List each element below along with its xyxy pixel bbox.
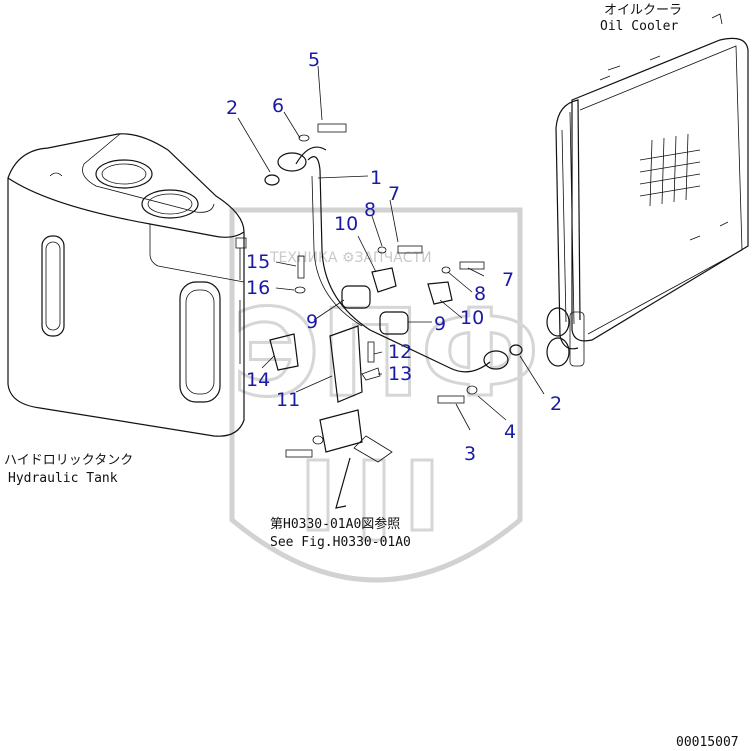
bolt	[317, 123, 347, 133]
oil-cooler-caption-en: Oil Cooler	[600, 19, 678, 34]
see-figure-caption-en: See Fig.H0330-01A0	[270, 535, 411, 550]
bolt-12	[367, 341, 375, 363]
captions: オイルクーラ Oil Cooler ハイドロリックタンク Hydraulic T…	[4, 3, 739, 750]
reference-clamp	[319, 409, 363, 453]
washer-4	[466, 385, 478, 395]
part-label-7: 7	[502, 269, 514, 291]
hose-flange	[277, 152, 307, 172]
part-label-8: 8	[474, 283, 486, 305]
oil-cooler-caption-jp: オイルクーラ	[604, 3, 682, 18]
part-label-2: 2	[226, 97, 238, 119]
hydraulic-tank-caption-jp: ハイドロリックタンク	[4, 453, 133, 468]
hydraulic-tank-caption-en: Hydraulic Tank	[8, 471, 118, 486]
washer-8	[377, 246, 387, 254]
bracket-14	[269, 333, 299, 371]
spacer-10	[427, 281, 453, 305]
part-label-15: 15	[246, 251, 270, 273]
watermark: ТЕХНИКА ⚙ЗАПЧАСТИ ЭПФ	[229, 207, 541, 583]
bolt-15	[297, 255, 305, 279]
watermark-shield	[229, 207, 523, 583]
o-ring	[264, 174, 280, 186]
part-label-11: 11	[276, 389, 300, 411]
reference-washer	[312, 435, 324, 445]
drawing-number: 00015007	[676, 735, 739, 750]
part-label-5: 5	[308, 49, 320, 71]
part-label-10: 10	[334, 213, 358, 235]
watermark-bar	[410, 458, 434, 532]
bracket-11	[329, 325, 363, 403]
oil-cooler	[546, 13, 749, 367]
nut-13	[361, 367, 381, 381]
clamp-9	[341, 285, 371, 309]
o-ring	[509, 344, 523, 356]
cooler-core-grid	[639, 133, 701, 207]
washer-16	[294, 286, 306, 294]
part-label-9: 9	[434, 313, 446, 335]
bolt-3	[437, 395, 465, 404]
reference-arrow	[335, 457, 351, 509]
see-figure-caption-jp: 第H0330-01A0図参照	[270, 516, 400, 532]
part-label-3: 3	[464, 443, 476, 465]
spacer-10	[371, 267, 397, 293]
part-label-8: 8	[364, 199, 376, 221]
clamp-9	[379, 311, 409, 335]
clamp-hardware	[269, 245, 485, 509]
part-label-1: 1	[370, 167, 382, 189]
watermark-logo-text: ЭПФ	[232, 285, 540, 424]
part-label-7: 7	[388, 183, 400, 205]
watermark-bar	[306, 458, 330, 532]
part-label-10: 10	[460, 307, 484, 329]
washer	[298, 134, 310, 142]
part-label-9: 9	[306, 311, 318, 333]
bolt-7	[459, 261, 485, 270]
part-label-2: 2	[550, 393, 562, 415]
hose-assembly	[264, 123, 523, 373]
part-labels: 1 2 2 3 4 5 6 7 7 8 8 9 9 10 10 11 12 13…	[226, 49, 562, 465]
part-label-12: 12	[388, 341, 412, 363]
washer-8	[441, 266, 451, 274]
bolt-7	[397, 245, 423, 254]
leader-lines	[237, 65, 545, 431]
part-label-13: 13	[388, 363, 412, 385]
hydraulic-tank	[7, 133, 247, 437]
part-label-14: 14	[246, 369, 270, 391]
watermark-brand-text: ТЕХНИКА ⚙ЗАПЧАСТИ	[269, 250, 432, 266]
part-label-16: 16	[246, 277, 270, 299]
reference-bolt	[285, 449, 313, 458]
hose-flange	[483, 350, 509, 370]
part-label-4: 4	[504, 421, 516, 443]
part-label-6: 6	[272, 95, 284, 117]
